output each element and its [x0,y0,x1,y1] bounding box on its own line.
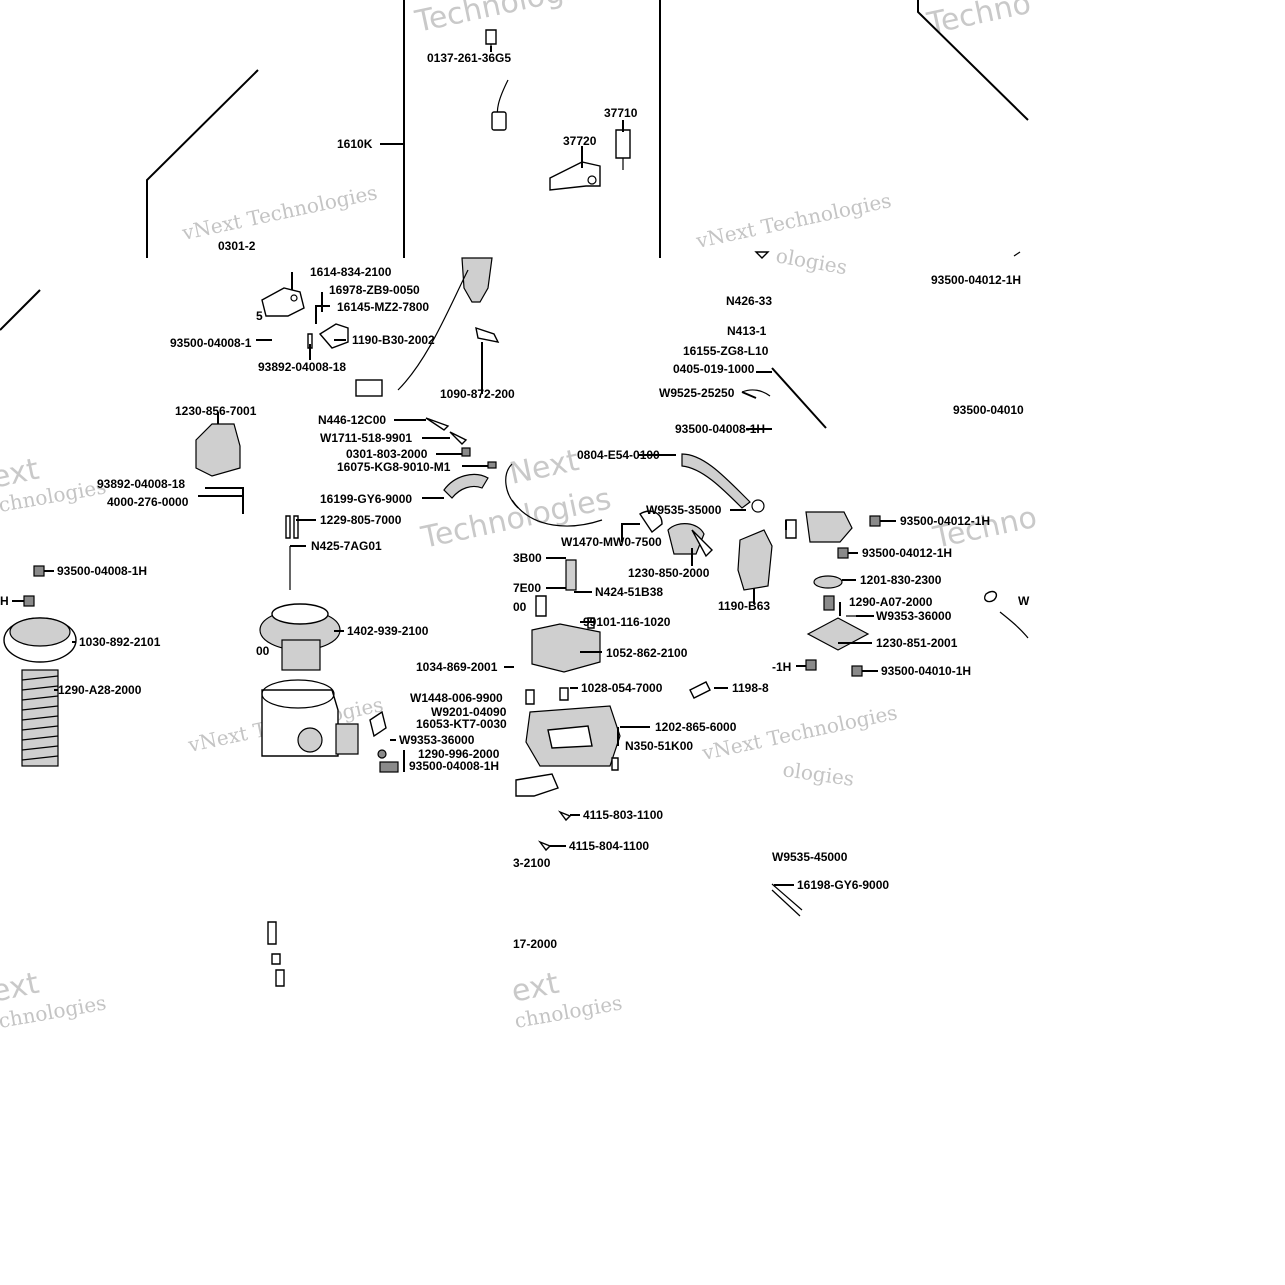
part-label: 99101-116-1020 [583,615,671,629]
part-label: 93500-04008-1H [675,422,765,436]
part-label: W9535-35000 [646,503,722,517]
part-label: 1230-851-2001 [876,636,958,650]
part-label: 0301-2 [218,239,256,253]
part-label: 37710 [604,106,638,120]
part-label: 1230-850-2000 [628,566,710,580]
part-label: W9525-25250 [659,386,735,400]
part-label: N426-33 [726,294,772,308]
watermark-text: vNext Technologies [693,188,893,253]
part-label: 4115-804-1100 [569,839,649,853]
part-label: W1448-006-9900 [410,691,503,705]
part-label: 93892-04008-18 [258,360,346,374]
part-label: N424-51B38 [595,585,663,599]
part-label: 1052-862-2100 [606,646,688,660]
part-label: W1470-MW0-7500 [561,535,662,549]
part-label: 0137-261-36G5 [427,51,511,65]
part-label: 93500-04012-1H [862,546,952,560]
part-label: 1230-856-7001 [175,404,257,418]
part-label: 1402-939-2100 [347,624,429,638]
part-label: 16155-ZG8-L10 [683,344,769,358]
part-label: 16978-ZB9-0050 [329,283,420,297]
part-illustrations [3,29,1029,987]
watermark-text: Technologies [411,0,608,40]
part-label: 1034-869-2001 [416,660,498,674]
part-label: 1198-8 [732,681,769,695]
part-label: N446-12C00 [318,413,386,427]
part-label: W9201-04090 [431,705,507,719]
part-label: 1190-B63 [718,599,770,613]
part-label: 3B00 [513,551,542,565]
part-label: 1290-A28-2000 [58,683,142,697]
part-label: 1190-B30-2002 [352,333,435,347]
part-label: 1229-805-7000 [320,513,402,527]
part-label: N425-7AG01 [311,539,382,553]
part-label: W [1018,594,1030,608]
part-labels: 0137-261-36G5 37710 37720 1610K 0301-2 1… [0,51,1030,951]
leader-lines [12,46,896,886]
part-label: 1090-872-200 [440,387,515,401]
watermark-text: ologies [781,757,855,791]
part-label: 00 [256,644,270,658]
part-label: 0301-803-2000 [346,447,428,461]
part-label: 5 [256,309,263,323]
part-label: 93892-04008-18 [97,477,185,491]
part-label: 93500-04008-1 [170,336,252,350]
part-label: 7E00 [513,581,541,595]
part-label: 17-2000 [513,937,557,951]
part-label: 37720 [563,134,597,148]
diagram-frame-lines [0,0,1029,514]
part-label: 16198-GY6-9000 [797,878,889,892]
part-label: W9535-45000 [772,850,848,864]
part-label: 1290-996-2000 [418,747,500,761]
part-label: 3-2100 [513,856,551,870]
part-label: 0405-019-1000 [673,362,755,376]
part-label: 1030-892-2101 [79,635,161,649]
part-label: 93500-04012-1H [931,273,1021,287]
part-label: 1028-054-7000 [581,681,663,695]
part-label: 00 [513,600,527,614]
part-label: 16075-KG8-9010-M1 [337,460,451,474]
watermark-text: vNext Technologies [179,180,379,245]
part-label: 16053-KT7-0030 [416,717,507,731]
part-label: 1614-834-2100 [310,265,392,279]
part-label: 93500-04010-1H [881,664,971,678]
part-label: N350-51K00 [625,739,693,753]
part-label: -1H [772,660,791,674]
spring-coils [21,675,59,761]
part-label: 0804-E54-0100 [577,448,660,462]
part-label: N413-1 [727,324,767,338]
part-label: 1290-A07-2000 [849,595,933,609]
part-label: 4115-803-1100 [583,808,663,822]
part-label: W1711-518-9901 [320,431,412,445]
part-label: W9353-36000 [399,733,475,747]
part-label: 1610K [337,137,373,151]
part-label: W9353-36000 [876,609,952,623]
part-label: 16199-GY6-9000 [320,492,412,506]
part-label: 1201-830-2300 [860,573,942,587]
part-label: 1202-865-6000 [655,720,737,734]
part-label: 93500-04010 [953,403,1024,417]
watermark-text: ologies [774,243,849,279]
part-label: 4000-276-0000 [107,495,189,509]
part-label: 93500-04008-1H [409,759,499,773]
watermark-text: Techno [923,0,1034,42]
part-label: 16145-MZ2-7800 [337,300,429,314]
part-label: 93500-04008-1H [57,564,147,578]
part-label: 93500-04012-1H [900,514,990,528]
part-label: H [0,594,9,608]
watermark-text: Next [506,443,582,492]
